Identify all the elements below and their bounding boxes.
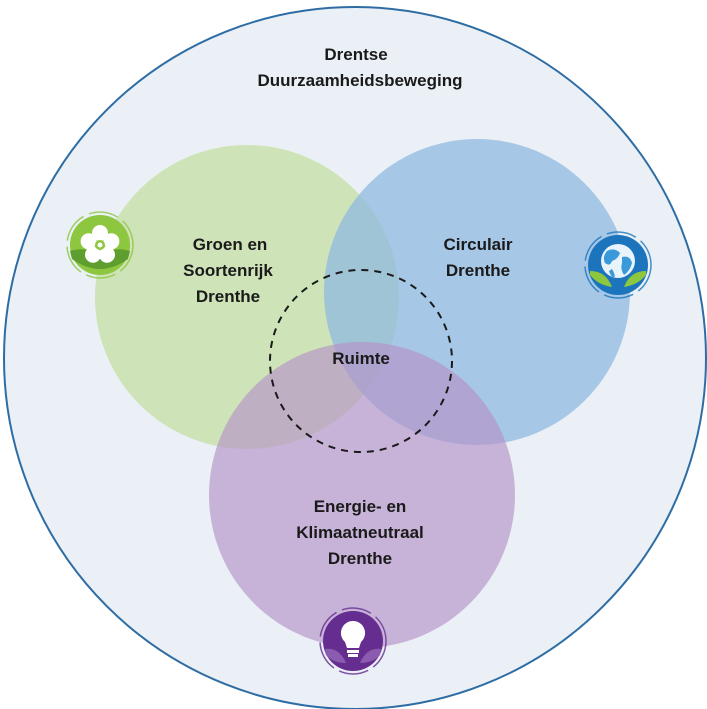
energie-label-line-1: Energie- en [314, 497, 407, 516]
circulair-label: Circulair Drenthe [444, 235, 513, 280]
groen-label-line-1: Groen en [193, 235, 268, 254]
ruimte-dashed-circle [269, 269, 453, 453]
purple-circle [209, 342, 515, 648]
venn-circles [95, 139, 630, 648]
groen-label-line-2: Soortenrijk [183, 261, 273, 280]
groen-label: Groen en Soortenrijk Drenthe [183, 235, 273, 306]
globe-icon [584, 231, 652, 299]
ruimte-label: Ruimte [332, 349, 390, 368]
lightbulb-icon [319, 607, 387, 675]
flower-icon [66, 211, 134, 279]
circulair-label-line-1: Circulair [444, 235, 513, 254]
energie-label-line-2: Klimaatneutraal [296, 523, 424, 542]
title-line-2: Duurzaamheidsbeweging [258, 71, 463, 90]
energie-label-line-3: Drenthe [328, 549, 392, 568]
groen-label-line-3: Drenthe [196, 287, 260, 306]
title-line-1: Drentse [324, 45, 387, 64]
energie-label: Energie- en Klimaatneutraal Drenthe [296, 497, 424, 568]
circulair-label-line-2: Drenthe [446, 261, 510, 280]
